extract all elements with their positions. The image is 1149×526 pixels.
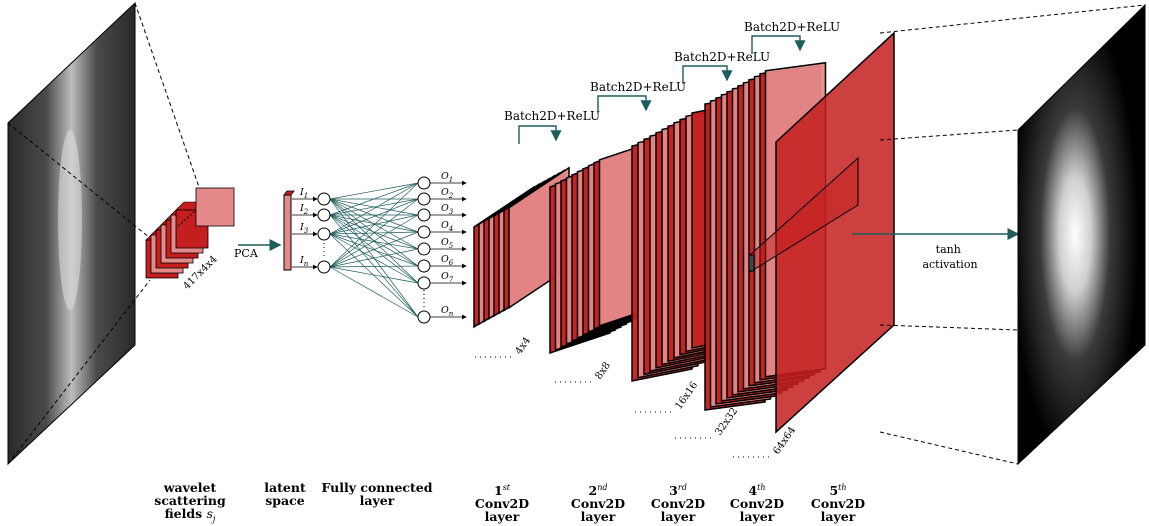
- fc-output-node: [417, 192, 431, 206]
- fc-output-node: [417, 242, 431, 256]
- fc-output-node: [417, 310, 431, 324]
- batchnorm-label: Batch2D+ReLU: [674, 50, 770, 64]
- caption-conv4: 4th Conv2D layer: [729, 483, 785, 525]
- fc-edge: [329, 198, 419, 267]
- caption-conv3: 3rd Conv2D layer: [650, 483, 706, 525]
- fc-input-node: [317, 192, 331, 206]
- fc-edge: [329, 231, 419, 268]
- fc-edge: [329, 198, 419, 235]
- batchnorm-label: Batch2D+ReLU: [590, 80, 686, 94]
- caption-conv5: 5th Conv2D layer: [810, 483, 866, 525]
- fc-edge: [329, 214, 419, 250]
- fc-output-label: O3: [441, 203, 454, 216]
- latent-input-label: I1: [299, 187, 308, 200]
- conv-size-label: 8x8: [593, 360, 613, 381]
- fc-edge: [329, 182, 419, 235]
- fc-edge: [329, 182, 419, 200]
- batchnorm-label: Batch2D+ReLU: [504, 109, 600, 123]
- latent-input-label: I2: [299, 203, 309, 216]
- fc-edge: [329, 214, 419, 268]
- wavelet-dots: [177, 209, 197, 227]
- fc-input-node: [317, 227, 331, 241]
- fc-output-node: [417, 176, 431, 190]
- latent-input-label: I3: [299, 222, 309, 235]
- fc-edge: [329, 233, 419, 267]
- conv-size-label: 32x32: [713, 406, 740, 438]
- fc-edge: [329, 182, 419, 268]
- fc-edge: [329, 233, 419, 250]
- fc-edge: [329, 182, 419, 216]
- latent-input-label: In: [299, 255, 309, 268]
- wavelet-slice-back: [195, 187, 235, 227]
- fc-edge: [329, 266, 419, 318]
- caption-latent: latent space: [264, 480, 306, 508]
- fc-edge: [329, 214, 419, 233]
- caption-wavelet: wavelet scattering fields sj: [154, 480, 226, 524]
- output-image: [879, 3, 1146, 466]
- fc-edge: [329, 248, 419, 268]
- fc-input-node: [317, 260, 331, 274]
- fc-edge: [329, 233, 419, 318]
- fc-output-node: [417, 225, 431, 239]
- conv-feature-map: [775, 31, 895, 434]
- fc-edge: [329, 198, 419, 216]
- fc-edge: [329, 198, 419, 268]
- fc-edge: [329, 198, 419, 250]
- caption-conv2: 2nd Conv2D layer: [570, 483, 626, 525]
- activation-label: tanh activation: [922, 243, 977, 271]
- conv-size-label: 4x4: [513, 335, 533, 356]
- fc-input-node: [317, 208, 331, 222]
- latent-vector: [283, 194, 292, 271]
- fc-output-label: O4: [441, 220, 453, 233]
- fc-output-label: O5: [441, 237, 454, 250]
- pca-label: PCA: [234, 247, 259, 260]
- fc-output-label: O2: [441, 187, 454, 200]
- batchnorm-brackets: Batch2D+ReLU Batch2D+ReLU Batch2D+ReLU Batc…: [504, 20, 840, 144]
- batchnorm-arrow: [682, 65, 733, 84]
- fc-edge: [329, 214, 419, 235]
- fc-edge: [329, 265, 419, 268]
- batchnorm-arrow: [751, 35, 806, 54]
- batchnorm-arrow: [597, 95, 652, 114]
- wavelet-scattering-stack: [145, 187, 235, 279]
- caption-fc: Fully connected layer: [321, 480, 433, 508]
- fc-output-label: O7: [441, 271, 454, 284]
- kernel-patch: [748, 254, 755, 272]
- fc-edge: [329, 214, 419, 267]
- conv-size-label: 16x16: [673, 380, 700, 412]
- fc-edge: [329, 214, 419, 284]
- fc-edge: [329, 198, 419, 233]
- fc-edge: [329, 233, 419, 284]
- fc-output-node: [417, 208, 431, 222]
- batchnorm-label: Batch2D+ReLU: [744, 20, 840, 34]
- fc-output-node: [417, 259, 431, 273]
- fc-output-label: On: [441, 305, 454, 318]
- fc-edge: [329, 214, 419, 318]
- fc-output-label: O1: [441, 171, 453, 184]
- fc-edge: [329, 266, 419, 284]
- fc-output-node: [417, 276, 431, 290]
- caption-conv1: 1st Conv2D layer: [474, 483, 530, 525]
- fc-output-label: O6: [441, 254, 454, 267]
- input-image: [7, 1, 201, 466]
- batchnorm-arrow: [518, 125, 562, 144]
